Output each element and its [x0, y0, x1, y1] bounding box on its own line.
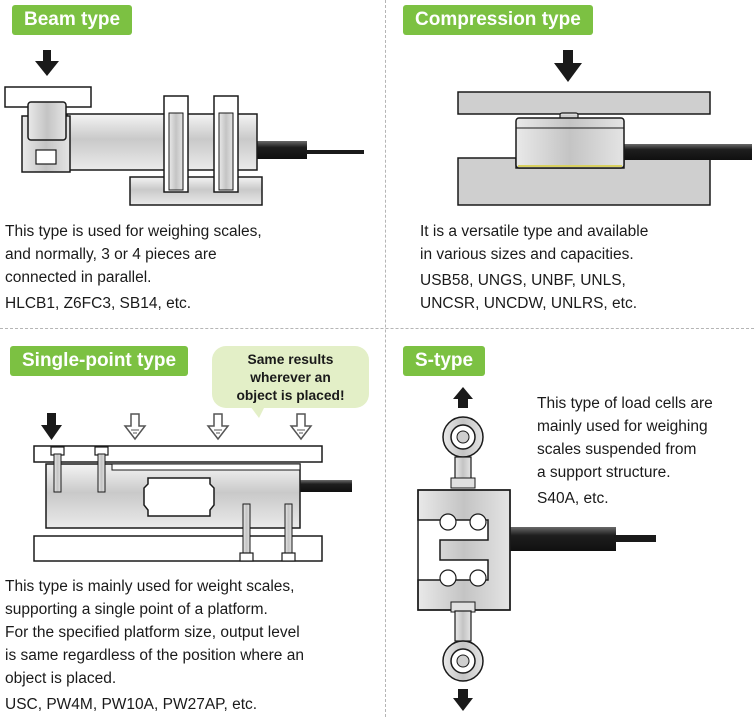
description-line: supporting a single point of a platform.	[5, 601, 268, 618]
description-line: scales suspended from	[537, 441, 697, 458]
description-line: in various sizes and capacities.	[420, 246, 634, 263]
cable	[257, 141, 307, 159]
description-line: and normally, 3 or 4 pieces are	[5, 246, 217, 263]
single-point-type-illustration	[33, 413, 352, 562]
single-point-type-badge: Single-point type	[10, 346, 189, 376]
compression-type-badge: Compression type	[403, 5, 593, 35]
down-arrow-icon	[35, 50, 59, 76]
description-line: This type is mainly used for weight scal…	[5, 578, 295, 595]
single-point-type-description: This type is mainly used for weight scal…	[5, 575, 304, 716]
description-line: mainly used for weighing	[537, 418, 708, 435]
description-line: object is placed.	[5, 670, 117, 687]
beam-type-illustration	[4, 50, 364, 206]
down-arrow-icon	[41, 413, 62, 440]
callout-line: wherever an	[250, 370, 331, 385]
cable	[510, 527, 616, 551]
model-list: UNCSR, UNCDW, UNLRS, etc.	[420, 295, 638, 312]
compression-type-description: It is a versatile type and available in …	[420, 220, 648, 315]
cable	[300, 480, 352, 492]
description-line: For the specified platform size, output …	[5, 624, 300, 641]
down-arrow-icon	[554, 50, 582, 82]
model-list: USB58, UNGS, UNBF, UNLS,	[420, 272, 626, 289]
callout-line: Same results	[247, 352, 334, 367]
callout-line: object is placed!	[236, 388, 345, 403]
description-line: It is a versatile type and available	[420, 223, 649, 240]
down-arrow-icon	[453, 689, 473, 711]
cable	[622, 144, 752, 160]
hollow-down-arrow-icon	[289, 413, 313, 441]
callout-tail	[250, 406, 265, 418]
horizontal-divider	[0, 328, 754, 329]
s-type-badge: S-type	[403, 346, 486, 376]
description-line: This type is used for weighing scales,	[5, 223, 262, 240]
hollow-down-arrow-icon	[123, 413, 147, 441]
model-list: S40A, etc.	[537, 490, 609, 507]
callout-bubble: Same results wherever an object is place…	[212, 346, 369, 408]
model-list: HLCB1, Z6FC3, SB14, etc.	[5, 295, 192, 312]
beam-type-description: This type is used for weighing scales, a…	[5, 220, 262, 315]
beam-type-badge: Beam type	[12, 5, 133, 35]
description-line: connected in parallel.	[5, 269, 152, 286]
description-line: is same regardless of the position where…	[5, 647, 304, 664]
description-line: This type of load cells are	[537, 395, 713, 412]
up-arrow-icon	[453, 387, 473, 408]
s-type-description: This type of load cells are mainly used …	[537, 392, 713, 510]
hollow-down-arrow-icon	[206, 413, 230, 441]
compression-type-illustration	[457, 50, 752, 206]
model-list: USC, PW4M, PW10A, PW27AP, etc.	[5, 696, 258, 713]
description-line: a support structure.	[537, 464, 671, 481]
vertical-divider	[385, 0, 386, 717]
